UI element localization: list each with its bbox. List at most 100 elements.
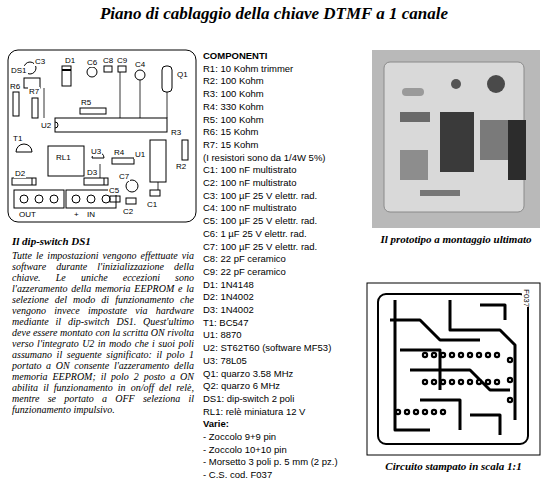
pcb-traces xyxy=(420,400,460,430)
part-label: IN xyxy=(86,210,96,219)
pcb-hole xyxy=(509,399,511,401)
pcb-pad xyxy=(467,379,473,385)
parts-list-line: RL1: relè miniatura 12 V xyxy=(203,406,305,417)
component-layout xyxy=(12,178,36,185)
pcb-pad xyxy=(494,352,500,358)
pcb-pad xyxy=(467,352,473,358)
parts-list-line: - C.S. cod. F037 xyxy=(203,469,272,480)
pcb-hole xyxy=(487,381,489,383)
component-layout xyxy=(150,190,160,196)
parts-list-line: C3: 100 µF 25 V elettr. rad. xyxy=(203,190,317,201)
prototype-photo xyxy=(420,190,460,196)
part-label: R4 xyxy=(113,148,125,157)
pcb-traces xyxy=(410,370,510,390)
parts-list-line: U1: 8870 xyxy=(203,329,242,340)
part-label: U3 xyxy=(90,147,102,156)
parts-list-line: R5: 100 Kohm xyxy=(203,114,264,125)
pcb-pad xyxy=(431,352,437,358)
part-label: + xyxy=(73,210,80,219)
component-layout xyxy=(104,66,112,72)
prototype-photo xyxy=(372,50,540,228)
prototype-photo xyxy=(487,75,505,93)
prototype-photo xyxy=(400,150,428,180)
parts-list-line: D1: 1N4148 xyxy=(203,279,254,290)
pcb-pad xyxy=(476,352,482,358)
pcb-pad xyxy=(440,379,446,385)
pcb-hole xyxy=(496,354,498,356)
pcb-hole xyxy=(496,381,498,383)
pcb-pad xyxy=(422,352,428,358)
pcb-pad xyxy=(494,379,500,385)
component-layout xyxy=(84,178,108,185)
pcb-hole xyxy=(442,381,444,383)
component-layout xyxy=(112,158,134,164)
pcb-traces xyxy=(395,300,430,430)
component-layout xyxy=(150,140,166,182)
component-layout xyxy=(16,144,32,152)
parts-list-line: U3: 78L05 xyxy=(203,355,247,366)
parts-list-line: U2: ST62T60 (software MF53) xyxy=(203,342,331,353)
parts-list-line: R3: 100 Kohm xyxy=(203,88,264,99)
part-label: C5 xyxy=(108,186,120,195)
pcb-pad xyxy=(422,379,428,385)
parts-list-line: C1: 100 nF multistrato xyxy=(203,164,296,175)
component-layout xyxy=(126,198,136,204)
component-layout xyxy=(104,178,105,185)
component-layout xyxy=(182,140,188,160)
component-layout xyxy=(135,70,145,80)
parts-list-line: R2: 100 Kohm xyxy=(203,75,264,86)
prototype-photo xyxy=(400,112,430,122)
parts-list-line: C4: 100 nF multistrato xyxy=(203,202,296,213)
part-label: D3 xyxy=(86,168,98,177)
part-label: T1 xyxy=(12,134,23,143)
part-label: F037 xyxy=(522,289,531,307)
part-label: C3 xyxy=(34,57,46,66)
pcb-traces xyxy=(378,294,528,444)
pcb-pad xyxy=(507,377,513,383)
prototype-photo xyxy=(402,88,424,96)
component-layout xyxy=(20,195,28,203)
parts-list-line: - Morsetto 3 poli p. 5 mm (2 pz.) xyxy=(203,456,338,467)
figure-caption: Il prototipo a montaggio ultimato xyxy=(368,233,544,245)
parts-list-line: R4: 330 Kohm xyxy=(203,101,264,112)
part-label: C2 xyxy=(122,207,134,216)
parts-list-line: C7: 100 µF 25 V elettr. rad. xyxy=(203,241,317,252)
part-label: U2 xyxy=(40,121,52,130)
pcb-hole xyxy=(442,411,444,413)
part-label: Q1 xyxy=(176,70,189,79)
pcb-pad xyxy=(440,409,446,415)
pcb-hole xyxy=(442,354,444,356)
pcb-hole xyxy=(415,411,417,413)
prototype-photo xyxy=(372,50,540,228)
parts-list-line: C5: 100 µF 25 V elettr. rad. xyxy=(203,215,317,226)
prototype-photo xyxy=(480,120,508,160)
pcb-hole xyxy=(451,354,453,356)
part-label: C9 xyxy=(116,56,128,65)
component-layout xyxy=(87,195,95,203)
prototype-photo xyxy=(508,120,526,180)
parts-list-line: COMPONENTI xyxy=(203,50,267,61)
component-layout xyxy=(62,69,71,71)
parts-list-line: D3: 1N4002 xyxy=(203,304,254,315)
component-layout xyxy=(44,72,167,190)
parts-list-line: - Zoccolo 10+10 pin xyxy=(203,444,287,455)
part-label: C1 xyxy=(146,200,158,209)
part-label: C6 xyxy=(86,58,98,67)
pcb-pad xyxy=(395,409,401,415)
pcb-hole xyxy=(406,411,408,413)
prototype-photo xyxy=(440,112,474,172)
page-title: Piano di cablaggio della chiave DTMF a 1… xyxy=(0,4,548,24)
component-layout xyxy=(48,146,84,176)
parts-list-line: D2: 1N4002 xyxy=(203,291,254,302)
pcb-traces xyxy=(367,283,540,455)
section-heading: Il dip-switch DS1 xyxy=(12,235,91,247)
pcb-pad xyxy=(422,409,428,415)
parts-list-line: Q1: quarzo 3.58 MHz xyxy=(203,368,293,379)
part-label: U1 xyxy=(134,150,146,159)
pcb-hole xyxy=(433,354,435,356)
part-label: OUT xyxy=(18,210,37,219)
part-label: R3 xyxy=(170,128,182,137)
parts-list-line: T1: BC547 xyxy=(203,317,248,328)
pcb-pad xyxy=(476,379,482,385)
